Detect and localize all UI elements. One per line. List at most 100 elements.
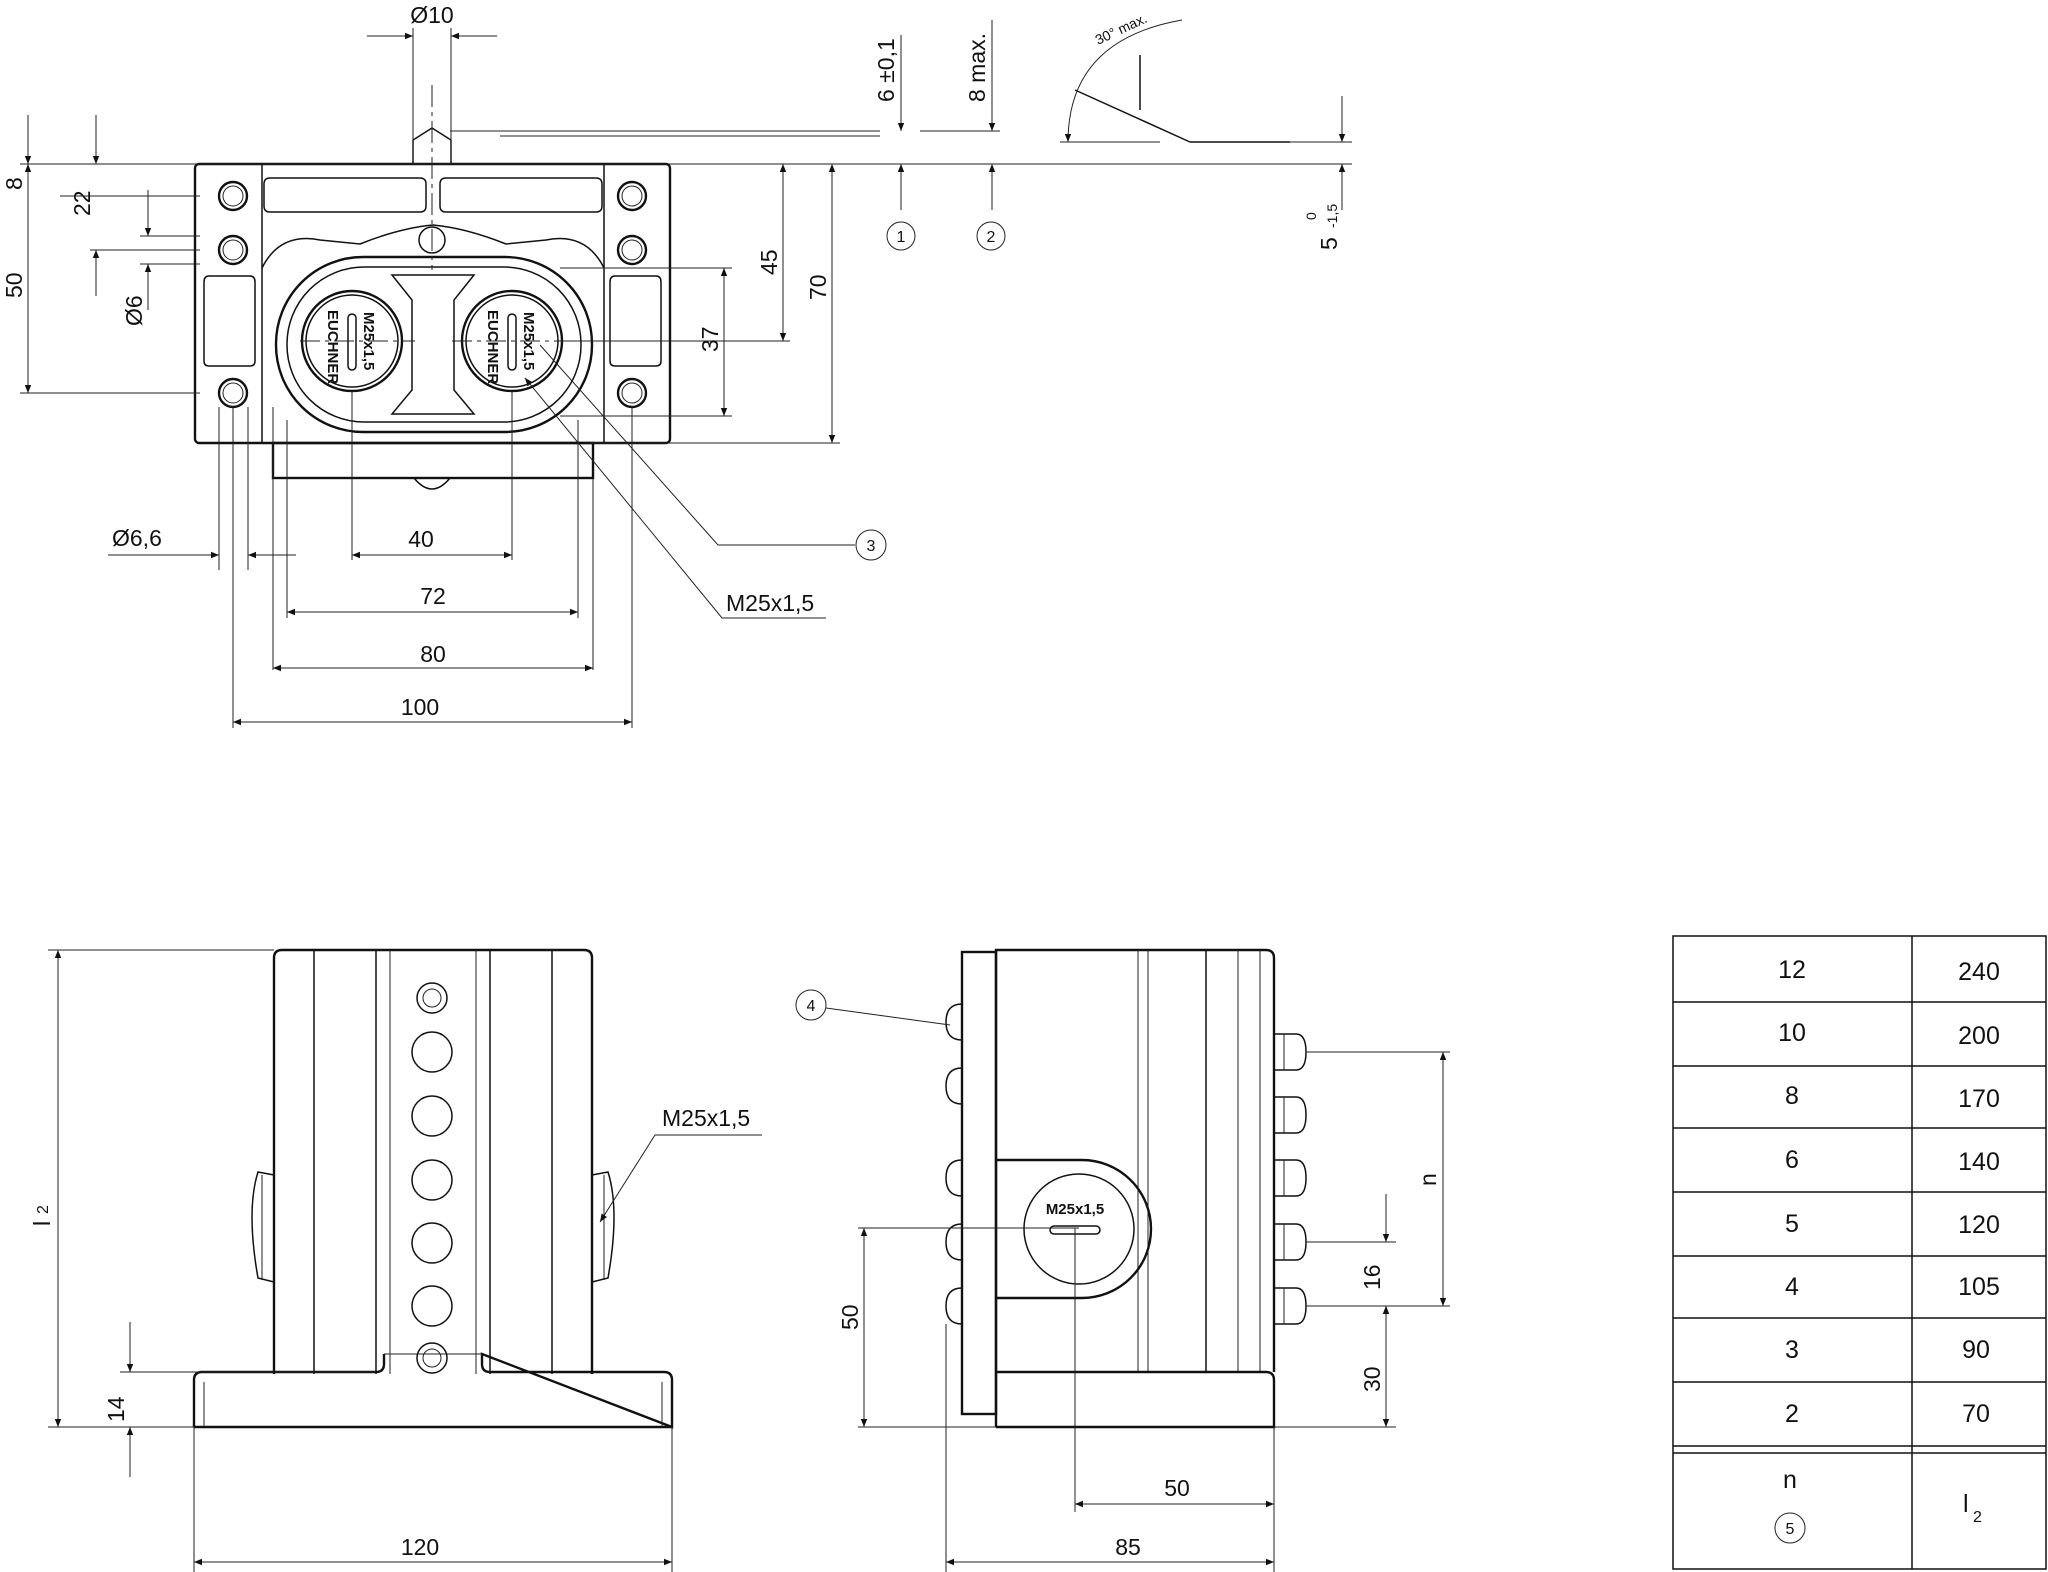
dim-120: 120	[193, 1427, 673, 1572]
callout-4: 4	[795, 989, 951, 1026]
svg-text:2: 2	[35, 1205, 52, 1214]
svg-text:Ø10: Ø10	[410, 2, 453, 28]
right-plunger-stack	[1274, 1033, 1307, 1325]
dim-14: 14	[103, 1322, 376, 1477]
svg-text:200: 200	[1958, 1022, 2000, 1050]
dim-50-vertical: 50	[837, 1227, 1079, 1428]
front-view: l 2 14 120 M25x1,5	[29, 948, 762, 1572]
svg-text:50: 50	[1164, 1475, 1190, 1501]
dim-30: 30	[1274, 1306, 1396, 1428]
svg-text:2: 2	[1973, 1509, 1982, 1526]
dim-16: 16	[1306, 1194, 1396, 1352]
svg-text:80: 80	[420, 641, 446, 667]
dim-50: 50	[1, 164, 200, 394]
svg-text:M25x1,5: M25x1,5	[662, 1105, 750, 1131]
svg-text:4: 4	[1785, 1273, 1799, 1301]
thread-label: M25x1,5	[524, 377, 826, 619]
svg-text:8 max.: 8 max.	[964, 33, 990, 102]
svg-text:3: 3	[867, 538, 876, 555]
svg-text:3: 3	[1785, 1336, 1799, 1364]
svg-text:n: n	[1783, 1466, 1797, 1494]
dim-45: 45	[570, 164, 790, 342]
table-row: 2 70	[1785, 1400, 1990, 1428]
actuator-angle-sketch: 30° max.	[1060, 10, 1290, 143]
svg-text:90: 90	[1962, 1336, 1990, 1364]
svg-text:50: 50	[837, 1304, 863, 1330]
svg-text:37: 37	[697, 326, 723, 352]
svg-text:30: 30	[1359, 1366, 1385, 1392]
svg-text:100: 100	[401, 694, 439, 720]
dim-40: 40	[352, 526, 512, 559]
left-button-stack	[945, 1003, 963, 1325]
svg-text:8: 8	[1785, 1082, 1799, 1110]
table-row: 3 90	[1785, 1336, 1990, 1364]
svg-text:8: 8	[1, 177, 27, 190]
svg-text:30° max.: 30° max.	[1093, 10, 1150, 48]
svg-text:240: 240	[1958, 958, 2000, 986]
table-header: n 5 l 2	[1774, 1466, 1982, 1544]
side-gland-mark: M25x1,5	[1046, 1201, 1104, 1218]
gland-brand-mark: EUCHNER	[484, 310, 501, 384]
svg-text:72: 72	[420, 583, 446, 609]
svg-text:105: 105	[1958, 1273, 2000, 1301]
dim-tolerance-1: 6 ±0,1 1	[873, 35, 916, 251]
dim-8: 8	[1, 115, 200, 197]
svg-text:22: 22	[69, 190, 95, 216]
table-row: 8 170	[1785, 1082, 2000, 1113]
svg-text:16: 16	[1359, 1264, 1385, 1290]
svg-text:170: 170	[1958, 1085, 2000, 1113]
dim-22: 22	[69, 115, 200, 296]
dim-dia-6: Ø6	[121, 190, 200, 326]
table-row: 12 240	[1778, 956, 2000, 986]
dim-85: 85	[945, 1324, 1274, 1572]
svg-text:70: 70	[1962, 1400, 1990, 1428]
top-view: M25x1,5 EUCHNER M25x1,5 EUCHNER Ø10	[1, 2, 1352, 728]
dim-tolerance-2: 8 max. 2	[964, 20, 1006, 251]
svg-text:M25x1,5: M25x1,5	[726, 590, 814, 616]
dim-100: 100	[233, 694, 632, 726]
svg-text:6 ±0,1: 6 ±0,1	[873, 38, 899, 102]
svg-text:12: 12	[1778, 956, 1806, 984]
svg-text:10: 10	[1778, 1019, 1806, 1047]
dim-70: 70	[590, 164, 840, 444]
svg-text:5: 5	[1785, 1210, 1799, 1238]
callout-1: 1	[897, 229, 906, 246]
mounting-hole	[217, 180, 648, 409]
svg-text:140: 140	[1958, 1148, 2000, 1176]
dim-hole-dia: Ø6,6	[108, 525, 296, 559]
svg-text:0: 0	[1303, 212, 1319, 220]
dim-80: 80	[273, 641, 593, 672]
svg-text:Ø6,6: Ø6,6	[112, 525, 162, 551]
callout-3: 3	[539, 344, 887, 561]
thread-label-front: M25x1,5	[599, 1105, 762, 1223]
svg-text:14: 14	[103, 1396, 129, 1422]
dim-n: n	[1306, 1051, 1450, 1307]
svg-text:50: 50	[1, 272, 27, 298]
dim-50-horizontal: 50	[1074, 1228, 1275, 1572]
svg-text:4: 4	[807, 998, 816, 1015]
svg-text:45: 45	[756, 249, 782, 275]
svg-text:n: n	[1415, 1173, 1441, 1186]
table-row: 5 120	[1785, 1210, 2000, 1239]
table-row: 10 200	[1778, 1019, 2000, 1050]
svg-text:120: 120	[1958, 1211, 2000, 1239]
svg-text:85: 85	[1115, 1534, 1141, 1560]
dim-l2-front: l 2	[29, 949, 274, 1428]
svg-text:Ø6: Ø6	[121, 295, 147, 326]
dim-37: 37	[560, 267, 732, 417]
dimension-table: 12 240 10 200 8 170 6 140 5 120 4 105 3 …	[1672, 935, 2047, 1570]
side-view: M25x1,5 4 50	[795, 948, 1450, 1572]
callout-5: 5	[1786, 1521, 1795, 1538]
svg-text:l: l	[29, 1221, 55, 1226]
gland-brand-mark: EUCHNER	[324, 310, 341, 384]
svg-text:40: 40	[408, 526, 434, 552]
table-row: 4 105	[1785, 1273, 2000, 1301]
table-row: 6 140	[1785, 1146, 2000, 1176]
svg-text:6: 6	[1785, 1146, 1799, 1174]
svg-text:70: 70	[805, 274, 831, 300]
callout-2: 2	[987, 229, 996, 246]
svg-text:-1,5: -1,5	[1324, 204, 1340, 228]
svg-text:2: 2	[1785, 1400, 1799, 1428]
dim-overtravel: 5 0 -1,5	[1290, 96, 1352, 250]
